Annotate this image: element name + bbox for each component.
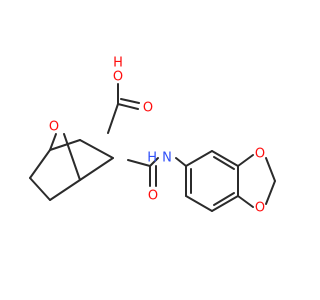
atom-acid-oxygen-hydroxyl: O bbox=[113, 70, 123, 85]
carboxylic-acid-group bbox=[107, 83, 140, 134]
molecule-structure-diagram: O O H O O N H O O bbox=[29, 56, 276, 216]
amide-group bbox=[127, 157, 187, 187]
atom-acid-hydrogen: H bbox=[113, 56, 123, 71]
bond-c1-c2 bbox=[49, 139, 81, 151]
atom-amide-hydrogen: H bbox=[147, 151, 157, 166]
bond-c6-c5 bbox=[29, 177, 51, 201]
bond-ar1-ar2 bbox=[185, 150, 213, 167]
bond-cacid-o-double-2 bbox=[120, 98, 140, 104]
bicyclic-ring bbox=[29, 133, 114, 201]
bond-n-aryl bbox=[175, 157, 187, 167]
bond-c1-o7 bbox=[49, 133, 57, 151]
atom-amide-nitrogen: N bbox=[162, 151, 172, 166]
bond-o1-ch2 bbox=[265, 157, 276, 182]
bond-c5-c4 bbox=[49, 179, 81, 201]
bond-c4-c3 bbox=[79, 157, 114, 181]
bond-ar4-o2 bbox=[237, 195, 254, 208]
atom-bridge-oxygen: O bbox=[49, 120, 59, 135]
bond-o2-ch2 bbox=[265, 180, 276, 205]
benzodioxole-ring bbox=[185, 150, 276, 212]
bond-ar2-ar3 bbox=[211, 150, 239, 167]
atom-amide-oxygen: O bbox=[148, 189, 158, 204]
atom-labels: O O H O O N H O O bbox=[49, 56, 265, 216]
bond-o7-c4 bbox=[63, 133, 81, 181]
bond-c2-cacid bbox=[107, 103, 119, 134]
atom-acid-oxygen-carbonyl: O bbox=[143, 101, 153, 116]
bond-c3-camide bbox=[127, 159, 151, 167]
bond-c1-c6 bbox=[29, 149, 51, 179]
bond-camide-n bbox=[149, 157, 159, 167]
bond-ar-inner-3 bbox=[213, 192, 235, 206]
bond-ar3-o1 bbox=[237, 154, 254, 167]
bond-c2-c3 bbox=[79, 139, 114, 159]
bond-ar5-ar6 bbox=[185, 195, 213, 212]
atom-dioxole-oxygen-lower: O bbox=[255, 201, 265, 216]
bond-cacid-o-double-1 bbox=[117, 103, 139, 110]
bond-ar-inner-2 bbox=[213, 156, 235, 170]
atom-dioxole-oxygen-upper: O bbox=[255, 147, 265, 162]
bond-ar4-ar5 bbox=[211, 195, 239, 212]
